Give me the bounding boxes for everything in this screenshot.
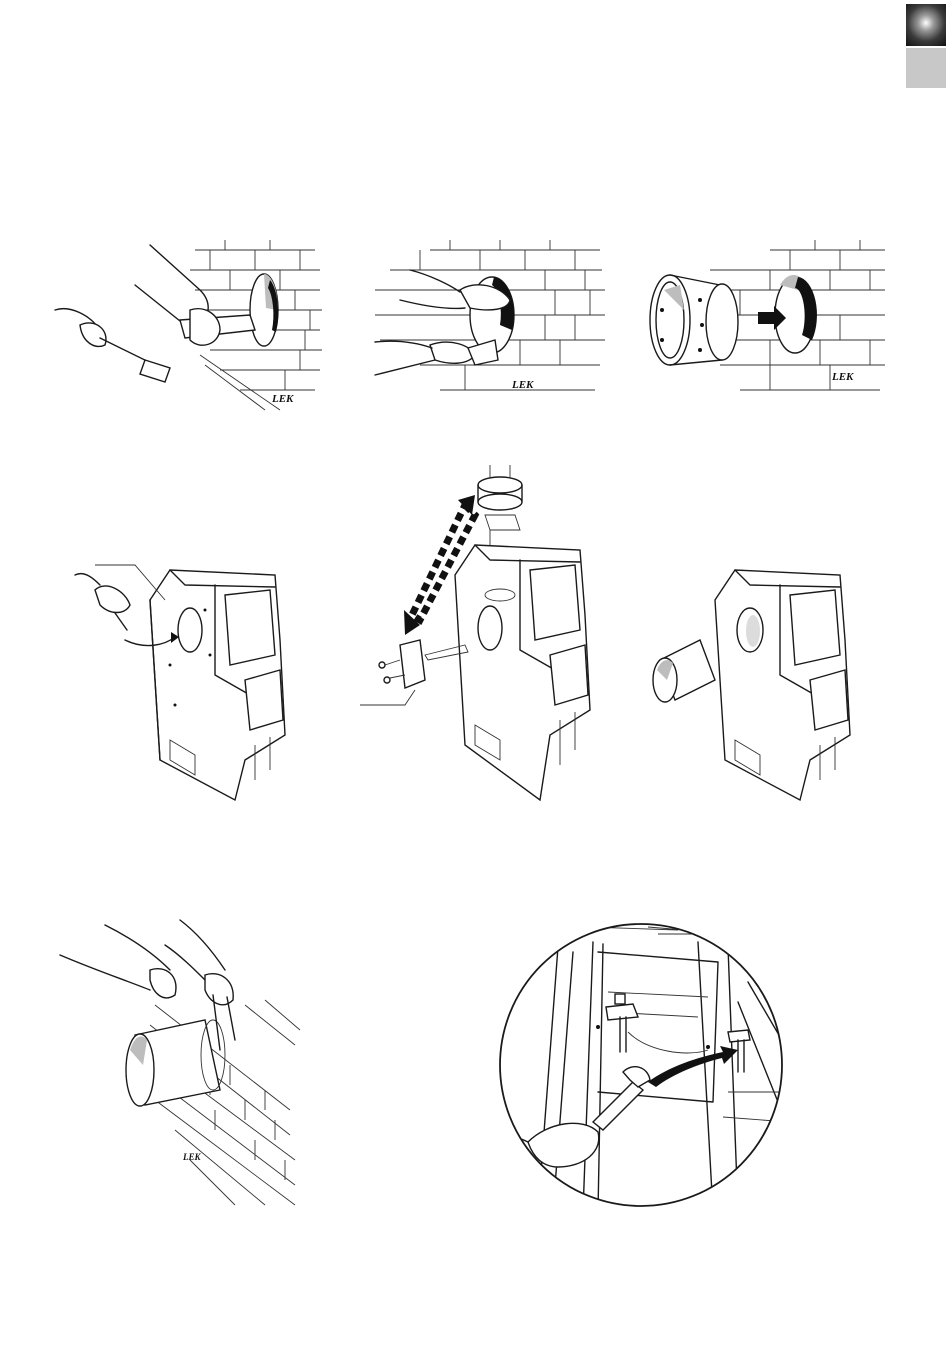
figure-adjust-leveling-feet: [498, 922, 788, 1212]
figure-remove-side-cover: [75, 545, 305, 815]
duct-pipe: [653, 640, 715, 702]
figure-cut-hole-in-wall: LEK: [50, 230, 330, 420]
section-tab-indicator: [906, 4, 946, 46]
fireplace-unit: [150, 570, 285, 800]
hands-sealing: [60, 920, 235, 1050]
hand-with-screwdriver: [75, 574, 130, 630]
section-tab: [906, 4, 946, 88]
figure-seal-duct-in-wall: LEK: [55, 915, 315, 1215]
lek-logo: LEK: [182, 1152, 202, 1162]
cover-plate: [379, 640, 468, 688]
lek-logo: LEK: [831, 371, 854, 383]
figure-insert-duct: [645, 545, 875, 815]
hand-with-wrench: [498, 1067, 650, 1167]
frame-detail: [538, 927, 788, 1212]
arrow-curved: [648, 1046, 738, 1087]
fireplace-unit: [455, 545, 590, 800]
figure-clean-wall-opening: LEK: [360, 230, 610, 400]
hand-holding-chisel: [135, 245, 255, 345]
figure-insert-sleeve: LEK: [640, 230, 890, 400]
sleeve: [650, 275, 738, 365]
lek-logo: LEK: [511, 379, 534, 391]
section-tab-inactive: [906, 48, 946, 88]
lek-logo: LEK: [271, 393, 294, 405]
hand-holding-hammer: [55, 309, 170, 382]
figure-move-flue-collar: [360, 460, 600, 820]
fireplace-unit: [715, 570, 850, 800]
